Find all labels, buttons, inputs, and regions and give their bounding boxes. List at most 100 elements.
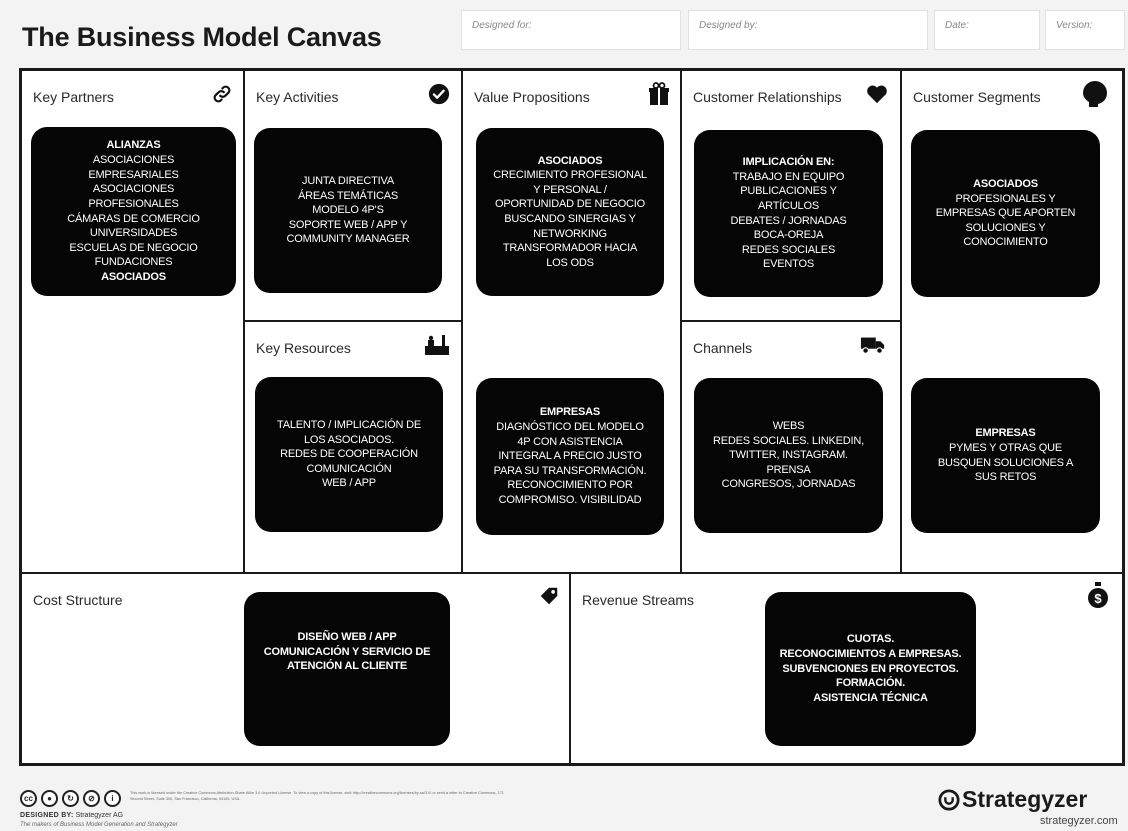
check-circle-icon [426, 81, 452, 107]
note-customer-segments-associates: ASOCIADOS PROFESIONALES Y EMPRESAS QUE APO… [911, 130, 1100, 297]
note-line: ATENCIÓN AL CLIENTE [286, 660, 408, 673]
date-field[interactable]: Date: [934, 10, 1040, 50]
note-line: NETWORKING [533, 227, 607, 240]
note-line: REDES DE COOPERACIÓN [280, 448, 418, 461]
note-line: PARA SU TRANSFORMACIÓN. [493, 464, 647, 477]
note-line: COMUNICACIÓN Y SERVICIO DE [263, 645, 431, 658]
noncommercial-icon: ⊘ [83, 790, 100, 807]
note-line: DEBATES / JORNADAS [730, 214, 847, 227]
note-line: WEB / APP [322, 477, 376, 490]
revenue-streams-label: Revenue Streams [582, 592, 695, 608]
note-line: FORMACIÓN. [836, 677, 905, 690]
key-partners-label: Key Partners [33, 89, 114, 105]
info-icon: i [104, 790, 121, 807]
page-title: The Business Model Canvas [22, 22, 382, 52]
note-line: DISEÑO WEB / APP [297, 631, 397, 643]
note-line: COMPROMISO. VISIBILIDAD [498, 494, 642, 507]
note-line: ASOCIADOS [101, 271, 166, 283]
designed-by-field[interactable]: Designed by: [688, 10, 928, 50]
cost-structure-label: Cost Structure [33, 592, 123, 608]
note-line: OPORTUNIDAD DE NEGOCIO [494, 198, 646, 211]
note-line: COMMUNITY MANAGER [286, 233, 410, 246]
note-channels: WEBS REDES SOCIALES. LINKEDIN, TWITTER, IN… [694, 378, 883, 533]
customer-segments-label: Customer Segments [913, 89, 1041, 105]
attribution-icon: ● [41, 790, 58, 807]
value-propositions-label: Value Propositions [474, 89, 590, 105]
note-line: ASOCIADOS [973, 177, 1038, 190]
tag-icon [536, 583, 562, 609]
note-line: INTEGRAL A PRECIO JUSTO [498, 450, 642, 463]
note-customer-relationships: IMPLICACIÓN EN: TRABAJO EN EQUIPO PUBLICAC… [694, 130, 883, 297]
key-activities-label: Key Activities [256, 89, 339, 105]
svg-text:$: $ [1094, 591, 1102, 606]
note-line: PROFESIONALES [88, 197, 179, 210]
link-icon [209, 81, 235, 107]
note-line: IMPLICACIÓN EN: [742, 156, 835, 168]
note-line: REDES SOCIALES [741, 243, 836, 256]
note-line: CRECIMIENTO PROFESIONAL [493, 169, 647, 182]
note-line: EMPRESARIALES [88, 168, 179, 181]
note-line: PUBLICACIONES Y [740, 185, 837, 198]
strategyzer-mark-icon [938, 788, 960, 811]
note-line: SUS RETOS [974, 471, 1037, 484]
note-cost-structure: DISEÑO WEB / APP COMUNICACIÓN Y SERVICIO … [244, 592, 450, 746]
factory-icon [424, 332, 450, 358]
note-line: LOS ODS [546, 256, 594, 269]
note-line: ASOCIACIONES [92, 154, 175, 166]
business-model-canvas: Key Partners Key Activities Key Resource… [19, 68, 1125, 766]
share-alike-icon: ↻ [62, 790, 79, 807]
note-line: ALIANZAS [106, 139, 161, 152]
note-line: EMPRESAS [975, 427, 1036, 440]
note-line: MODELO 4P'S [312, 204, 384, 217]
note-line: TALENTO / IMPLICACIÓN DE [277, 418, 421, 431]
note-line: ASOCIADOS [537, 154, 603, 167]
note-line: UNIVERSIDADES [89, 227, 178, 240]
gift-icon [646, 81, 672, 107]
note-line: EMPRESAS QUE APORTEN [935, 207, 1076, 220]
note-line: TWITTER, INSTAGRAM. [729, 449, 848, 462]
note-line: COMUNICACIÓN [306, 462, 392, 475]
designed-by-credit: DESIGNED BY: Strategyzer AG [20, 812, 124, 819]
note-line: EMPRESAS [539, 406, 601, 419]
key-resources-label: Key Resources [256, 340, 351, 356]
note-line: TRANSFORMADOR HACIA [502, 242, 638, 255]
note-line: SOLUCIONES Y [965, 221, 1046, 234]
note-line: BOCA-OREJA [753, 229, 824, 242]
note-line: PRENSA [766, 463, 811, 476]
note-line: REDES SOCIALES. LINKEDIN, [713, 434, 864, 447]
note-line: JUNTA DIRECTIVA [302, 174, 394, 187]
note-line: 4P CON ASISTENCIA [517, 435, 623, 448]
note-line: CONGRESOS, JORNADAS [721, 478, 856, 491]
cc-icon: cc [20, 790, 37, 807]
note-line: RECONOCIMIENTO POR [507, 479, 633, 492]
note-revenue-streams: CUOTAS.RECONOCIMIENTOS A EMPRESAS.SUBVEN… [765, 592, 976, 746]
note-line: RECONOCIMIENTOS A EMPRESAS. [779, 648, 962, 661]
note-line: EVENTOS [763, 258, 814, 271]
note-line: WEBS [772, 419, 805, 432]
note-line: DIAGNÓSTICO DEL MODELO [496, 420, 644, 433]
designed-for-field[interactable]: Designed for: [461, 10, 681, 50]
strategyzer-url[interactable]: strategyzer.com [1040, 815, 1118, 827]
money-bag-icon: $ [1085, 582, 1111, 608]
note-line: TRABAJO EN EQUIPO [732, 170, 845, 183]
note-line: CONOCIMIENTO [963, 236, 1048, 249]
note-line: BUSCANDO SINERGIAS Y [504, 213, 636, 225]
creative-commons-badges: cc ● ↻ ⊘ i [20, 790, 121, 807]
note-line: SUBVENCIONES EN PROYECTOS. [782, 662, 959, 675]
tagline: The makers of Business Model Generation … [20, 822, 178, 828]
note-line: BUSQUEN SOLUCIONES A [937, 456, 1074, 469]
note-line: FUNDACIONES [94, 256, 173, 269]
note-line: PROFESIONALES Y [955, 192, 1056, 205]
channels-label: Channels [693, 340, 753, 356]
heart-icon [864, 81, 890, 107]
note-line: Y PERSONAL / [533, 183, 607, 196]
version-field[interactable]: Version: [1045, 10, 1125, 50]
license-text: This work is licensed under the Creative… [130, 791, 504, 801]
note-line: PYMES Y OTRAS QUE [949, 441, 1062, 454]
note-line: ASOCIACIONES [92, 183, 175, 196]
note-line: CÁMARAS DE COMERCIO [67, 212, 200, 225]
